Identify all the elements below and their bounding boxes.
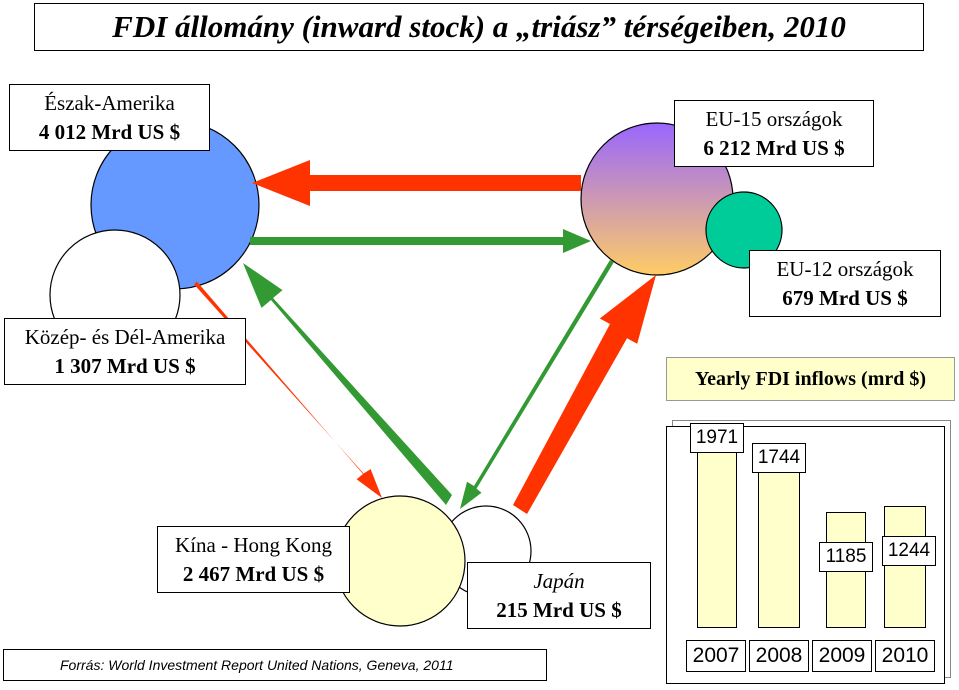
china-hk-label: Kína - Hong Kong 2 467 Mrd US $ [157, 526, 350, 593]
arrow-na-to-eu [250, 229, 591, 253]
bar-2007 [697, 434, 737, 628]
bar-2010 [884, 506, 926, 628]
eu12-label: EU-12 országok 679 Mrd US $ [749, 250, 941, 317]
eu12-name: EU-12 országok [776, 257, 914, 281]
arrow-china-to-eu [513, 275, 656, 514]
north-america-name: Észak-Amerika [44, 91, 175, 115]
year-label-2010: 2010 [875, 640, 935, 672]
bar-value-label: 1744 [752, 443, 806, 474]
latin-america-label: Közép- és Dél-Amerika 1 307 Mrd US $ [4, 318, 246, 385]
bar-value-label: 1185 [819, 541, 873, 572]
eu15-name: EU-15 országok [705, 107, 843, 131]
north-america-label: Észak-Amerika 4 012 Mrd US $ [9, 84, 210, 151]
arrow-eu-to-china [460, 260, 614, 509]
arrow-china-to-na [243, 263, 452, 505]
bar-value-label: 1244 [882, 536, 936, 567]
eu15-label: EU-15 országok 6 212 Mrd US $ [674, 100, 874, 167]
source-note: Forrás: World Investment Report United N… [3, 649, 547, 681]
page-title: FDI állomány (inward stock) a „triász” t… [112, 9, 846, 44]
yearly-fdi-label: Yearly FDI inflows (mrd $) [666, 357, 955, 401]
eu12-value: 679 Mrd US $ [782, 286, 908, 310]
japan-value: 215 Mrd US $ [496, 598, 622, 622]
latin-america-name: Közép- és Dél-Amerika [24, 325, 226, 349]
japan-name: Japán [533, 569, 585, 593]
eu15-value: 6 212 Mrd US $ [703, 136, 845, 160]
china-hk-circle [334, 495, 466, 627]
latin-america-value: 1 307 Mrd US $ [54, 354, 196, 378]
china-hk-value: 2 467 Mrd US $ [182, 562, 325, 586]
japan-label: Japán 215 Mrd US $ [467, 562, 651, 629]
china-hk-name: Kína - Hong Kong [175, 533, 332, 557]
eu12-circle [705, 191, 783, 269]
year-label-2009: 2009 [812, 640, 872, 672]
bar-2008 [758, 457, 800, 628]
year-label-2008: 2008 [749, 640, 809, 672]
north-america-value: 4 012 Mrd US $ [38, 120, 181, 144]
arrow-eu-to-na [252, 160, 581, 206]
bar-value-label: 1971 [690, 422, 744, 453]
title-box: FDI állomány (inward stock) a „triász” t… [34, 3, 924, 51]
year-label-2007: 2007 [686, 640, 746, 672]
